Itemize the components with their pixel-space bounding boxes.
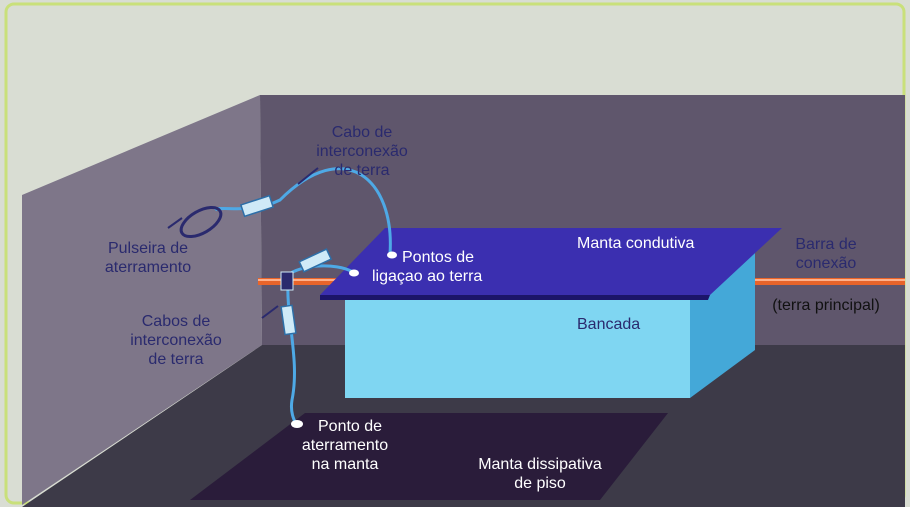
label-bus-bar-2: conexão — [796, 255, 857, 272]
floor-mat — [190, 413, 668, 500]
label-cable-top-3: de terra — [334, 162, 389, 179]
label-main-ground: (terra principal) — [772, 297, 880, 314]
ground-point-1 — [387, 251, 397, 259]
conductive-mat — [320, 228, 782, 295]
label-floor-mat-2: de piso — [514, 475, 566, 492]
top-cable — [213, 167, 392, 255]
leader-top-cable — [297, 167, 319, 185]
label-ground-points-1: Pontos de — [402, 249, 474, 266]
leader-wrist-strap — [167, 217, 183, 229]
label-conductive-mat: Manta condutiva — [577, 235, 695, 252]
label-mat-ground-point-2: aterramento — [302, 437, 388, 454]
label-cable-top-2: interconexão — [316, 143, 408, 160]
conductive-mat-edge — [320, 295, 710, 300]
left-wall — [22, 95, 262, 505]
label-wrist-strap-2: aterramento — [105, 259, 191, 276]
label-mat-ground-point-1: Ponto de — [318, 418, 382, 435]
label-bench: Bancada — [577, 316, 640, 333]
label-cables-left-3: de terra — [148, 351, 203, 368]
leader-cables-left — [261, 305, 279, 319]
bench-front — [345, 295, 690, 398]
label-cable-top-1: Cabo de — [332, 124, 393, 141]
label-floor-mat-1: Manta dissipativa — [478, 456, 602, 473]
ground-point-2 — [349, 269, 359, 277]
label-cables-left-1: Cabos de — [142, 313, 211, 330]
label-cables-left-2: interconexão — [130, 332, 222, 349]
label-wrist-strap-1: Pulseira de — [108, 240, 188, 257]
label-bus-bar-1: Barra de — [795, 236, 856, 253]
left-cable-a-connector — [298, 248, 333, 273]
wrist-strap-icon — [179, 205, 223, 239]
left-cable-b-connector — [280, 304, 297, 336]
label-ground-points-2: ligaçao ao terra — [372, 268, 482, 285]
label-mat-ground-point-3: na manta — [312, 456, 379, 473]
bus-bar-clamp — [280, 271, 294, 291]
top-cable-connector — [239, 194, 275, 218]
mat-ground-point — [291, 420, 303, 428]
